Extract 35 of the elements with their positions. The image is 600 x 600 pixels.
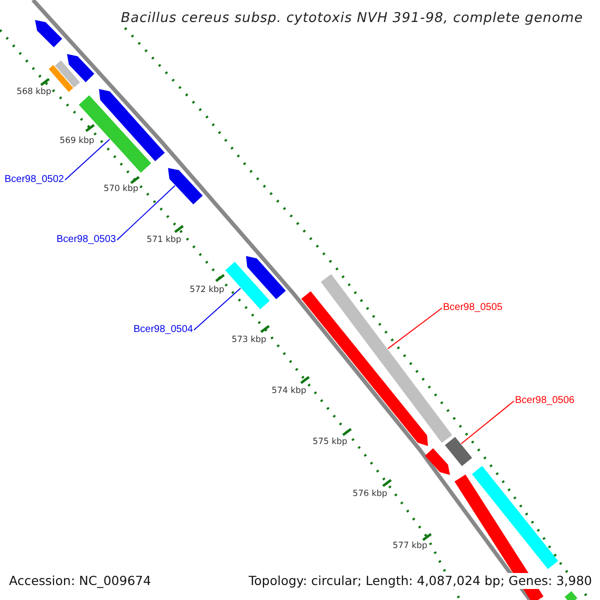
gene-feature <box>168 168 203 204</box>
position-label: 576 kbp <box>352 489 388 499</box>
position-label: 570 kbp <box>104 184 138 194</box>
gene-feature <box>246 256 286 300</box>
gene-label: Bcer98_0505 <box>443 302 502 314</box>
gene-feature <box>472 466 558 570</box>
gene-feature <box>78 95 152 173</box>
gene-label: Bcer98_0502 <box>4 174 64 186</box>
footer-text: Topology: circular; Length: 4,087,024 bp; Genes: 3,980 <box>248 573 592 589</box>
leader-line <box>116 185 176 240</box>
leader-line <box>387 308 442 350</box>
gene-label: Bcer98_0503 <box>56 234 116 246</box>
position-label: 573 kbp <box>232 335 266 345</box>
gene-feature <box>67 54 94 82</box>
position-label: 571 kbp <box>146 235 182 245</box>
gene-feature <box>35 20 62 48</box>
diagram-title: Bacillus cereus subsp. cytotoxis NVH 391-98, complete genome <box>120 9 584 28</box>
gene-feature <box>424 448 450 475</box>
leader-line <box>194 288 242 330</box>
leader-line <box>460 400 514 444</box>
gene-feature <box>444 436 472 466</box>
gene-label: Bcer98_0506 <box>515 395 574 407</box>
position-label: 575 kbp <box>312 437 348 447</box>
position-label: 569 kbp <box>60 136 94 146</box>
position-label: 574 kbp <box>272 386 306 396</box>
gene-label: Bcer98_0504 <box>134 324 193 336</box>
position-label: 577 kbp <box>392 541 428 551</box>
footer-text: Accession: NC_009674 <box>9 573 152 589</box>
gene-feature <box>564 591 578 600</box>
leader-line <box>64 138 110 180</box>
gene-feature <box>55 60 80 88</box>
position-label: 568 kbp <box>16 87 52 97</box>
position-label: 572 kbp <box>190 285 224 295</box>
gene-feature <box>225 262 270 310</box>
gene-feature <box>99 89 165 162</box>
